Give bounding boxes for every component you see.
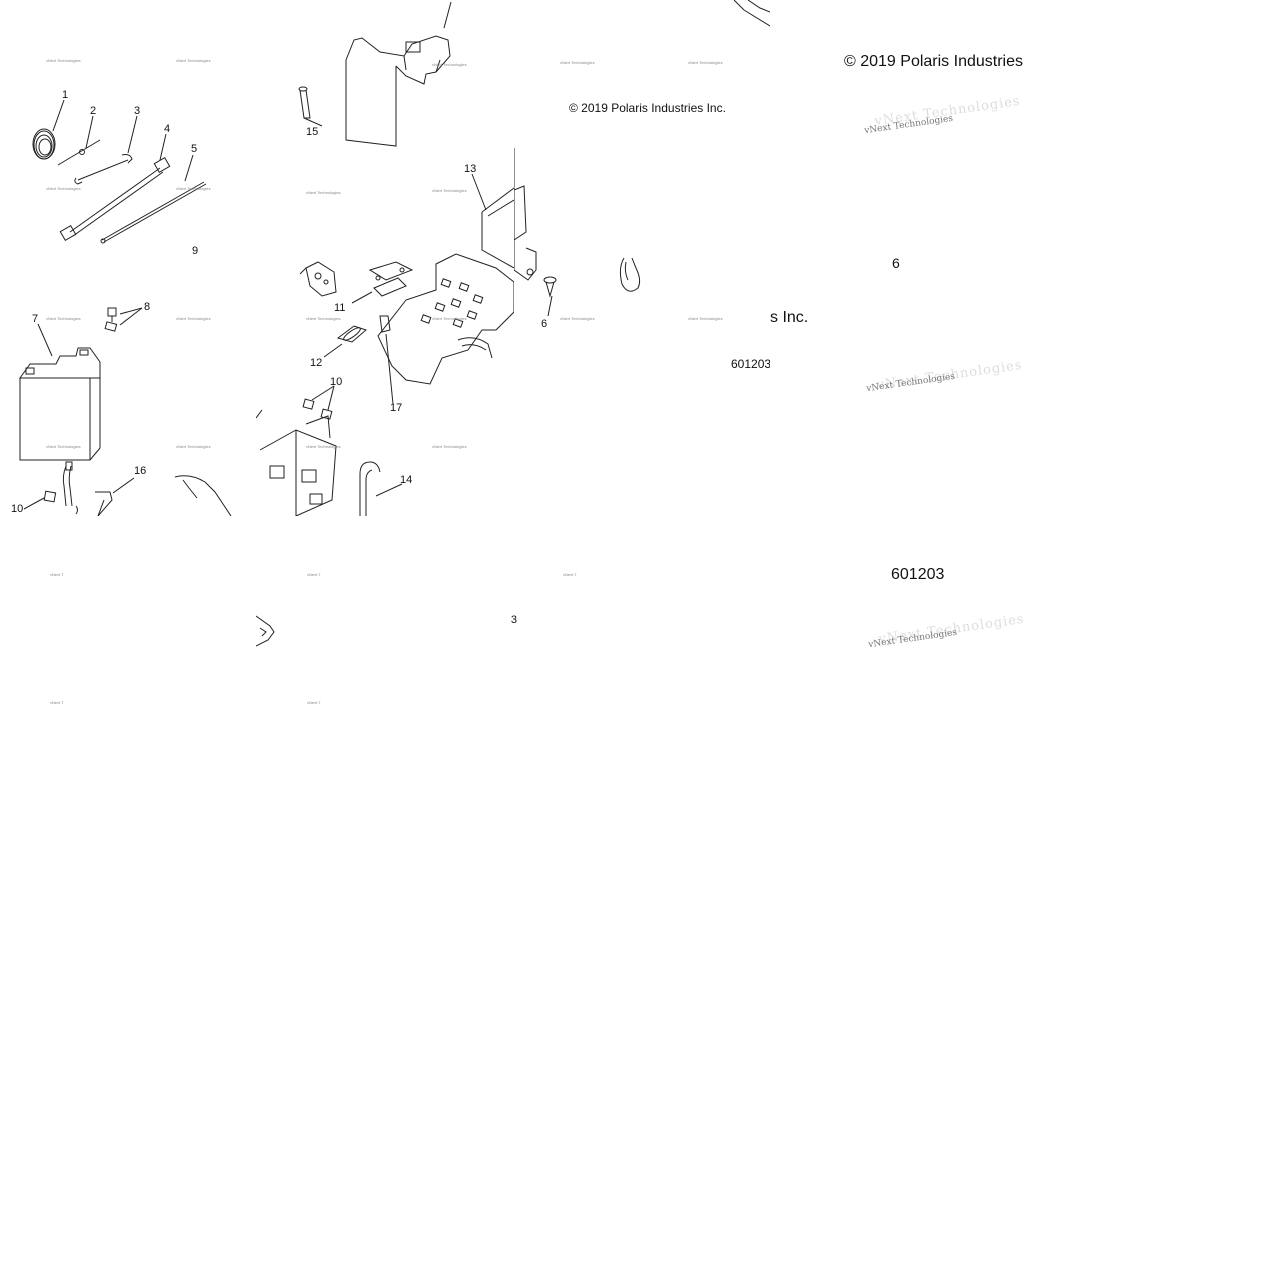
part-number-fragment: 601203 [731, 357, 770, 371]
watermark: vNext Technologies [46, 444, 81, 449]
watermark-short: vNext T [50, 700, 64, 705]
watermark: vNext Technologies [306, 190, 341, 195]
diagram-tile-b: 15 13 11 12 10 17 14 vNext Technologies … [256, 0, 514, 516]
battery-tray-part [256, 409, 337, 516]
callout-4: 4 [164, 123, 171, 135]
callout-11: 11 [334, 302, 346, 314]
watermark: vNext Technologies [176, 444, 211, 449]
battery-part [19, 347, 101, 461]
callout-3-fragment: 3 [510, 614, 517, 626]
watermark: vNext Technologies [688, 316, 723, 321]
part-number: 601203 [891, 566, 945, 583]
callout-12: 12 [310, 357, 323, 369]
diagram-tile-c: © 2019 Polaris Industries Inc. 6 vNext T… [514, 0, 770, 516]
watermark-short: vNext T [307, 572, 321, 577]
parts-illustration-c [514, 0, 770, 317]
watermark-short: vNext T [307, 700, 321, 705]
watermark: vNext Technologies [432, 62, 467, 67]
callout-15: 15 [306, 126, 319, 138]
copyright-notice: © 2019 Polaris Industries Inc. [569, 101, 726, 115]
coiled-cable-part [32, 128, 56, 160]
watermark: vNext Technologies [688, 60, 723, 65]
copyright-notice-large: © 2019 Polaris Industries [844, 53, 1023, 70]
parts-illustration-a [19, 99, 232, 516]
watermark: vNext Technologies [432, 188, 467, 193]
copyright-fragment-visible: s Inc. [770, 309, 809, 326]
callout-3: 3 [134, 105, 141, 117]
watermark: vNext Technologies [432, 316, 467, 321]
callout-16: 16 [134, 465, 147, 477]
watermark: vNext Technologies [176, 316, 211, 321]
callout-7: 7 [32, 313, 39, 325]
watermark: vNext Technologies [46, 186, 81, 191]
watermark: vNext Technologies [176, 58, 211, 63]
watermark: vNext Technologies [46, 316, 81, 321]
callout-6: 6 [541, 318, 548, 330]
watermark-short: vNext T [50, 572, 64, 577]
callout-9: 9 [192, 245, 199, 257]
watermark: vNext Technologies [176, 186, 211, 191]
callout-2: 2 [90, 105, 97, 117]
diagram-tile-a: 1 2 3 4 5 9 7 8 16 10 vNext Technologies… [0, 0, 256, 516]
parts-illustration-b [256, 1, 514, 516]
battery-cover-part [345, 1, 452, 147]
callout-1: 1 [62, 89, 69, 101]
diagram-tile-right: © 2019 Polaris Industries [840, 50, 1030, 80]
watermark: vNext Technologies [560, 316, 595, 321]
callout-17: 17 [390, 402, 403, 414]
callout-5: 5 [191, 143, 198, 155]
watermark-short: vNext T [563, 572, 577, 577]
watermark: vNext Technologies [560, 60, 595, 65]
watermark: vNext Technologies [432, 444, 467, 449]
watermark: vNext Technologies [46, 58, 81, 63]
watermark: vNext Technologies [306, 444, 341, 449]
callout-13: 13 [464, 163, 477, 175]
callout-8: 8 [144, 301, 151, 313]
watermark: vNext Technologies [306, 316, 341, 321]
fragment-part-lower [256, 615, 275, 647]
floor-panel-part [377, 253, 514, 385]
callout-10: 10 [330, 376, 343, 388]
callout-14: 14 [400, 474, 413, 486]
callout-10: 10 [11, 503, 24, 515]
callout-6: 6 [892, 255, 900, 271]
